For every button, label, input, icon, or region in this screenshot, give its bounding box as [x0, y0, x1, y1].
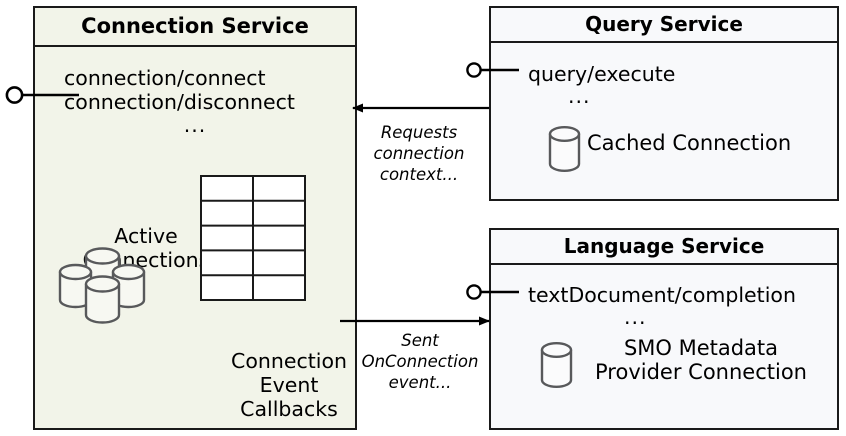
callbacks-label-line1: Connection: [231, 349, 347, 373]
requests-label-line1: Requests: [380, 123, 458, 142]
active-connections-label-line2: Connections: [82, 247, 210, 272]
connection-event-callbacks-label: Connection Event Callbacks: [223, 349, 355, 421]
sent-label-line2: OnConnection: [361, 352, 479, 372]
language-service-endpoint-list: textDocument/completion ...: [491, 283, 837, 327]
callbacks-label-line2: Event: [259, 372, 319, 397]
component-language-service[interactable]: Language Service textDocument/completion…: [489, 228, 839, 430]
query-service-endpoint-ellipsis: ...: [568, 83, 591, 108]
component-query-service[interactable]: Query Service query/execute ...: [489, 6, 839, 201]
connection-service-title: Connection Service: [35, 8, 355, 47]
endpoint-connection-disconnect: connection/disconnect: [64, 89, 295, 114]
connection-service-endpoint-list: connection/connect connection/disconnect…: [35, 66, 355, 135]
smo-label-line1: SMO Metadata: [623, 336, 779, 360]
language-service-endpoint-ellipsis: ...: [624, 304, 647, 329]
endpoint-connection-connect: connection/connect: [64, 66, 266, 90]
connection-service-body: connection/connect connection/disconnect…: [35, 47, 355, 428]
connection-label-requests-connection-context: Requests connection context...: [360, 122, 478, 185]
endpoint-query-execute: query/execute: [528, 62, 676, 86]
query-service-title: Query Service: [491, 8, 837, 43]
active-connections-label: Active Connections: [71, 224, 221, 273]
smo-metadata-provider-connection-label: SMO Metadata Provider Connection: [576, 336, 826, 385]
query-service-endpoint-list: query/execute ...: [491, 62, 837, 106]
cached-connection-label: Cached Connection: [587, 131, 792, 155]
callbacks-label-line3: Callbacks: [240, 396, 338, 421]
sent-label-line1: Sent: [401, 331, 439, 350]
requests-label-line3: context...: [379, 165, 459, 185]
requests-label-line2: connection: [373, 144, 465, 164]
component-connection-service[interactable]: Connection Service connection/connect co…: [33, 6, 357, 430]
connection-label-sent-onconnection-event: Sent OnConnection event...: [358, 330, 482, 393]
endpoint-textdocument-completion: textDocument/completion: [528, 283, 796, 307]
connection-service-endpoint-ellipsis: ...: [183, 112, 207, 137]
smo-label-line2: Provider Connection: [595, 360, 807, 385]
active-connections-label-line1: Active: [114, 224, 178, 248]
language-service-title: Language Service: [491, 230, 837, 265]
sent-label-line3: event...: [388, 373, 452, 393]
